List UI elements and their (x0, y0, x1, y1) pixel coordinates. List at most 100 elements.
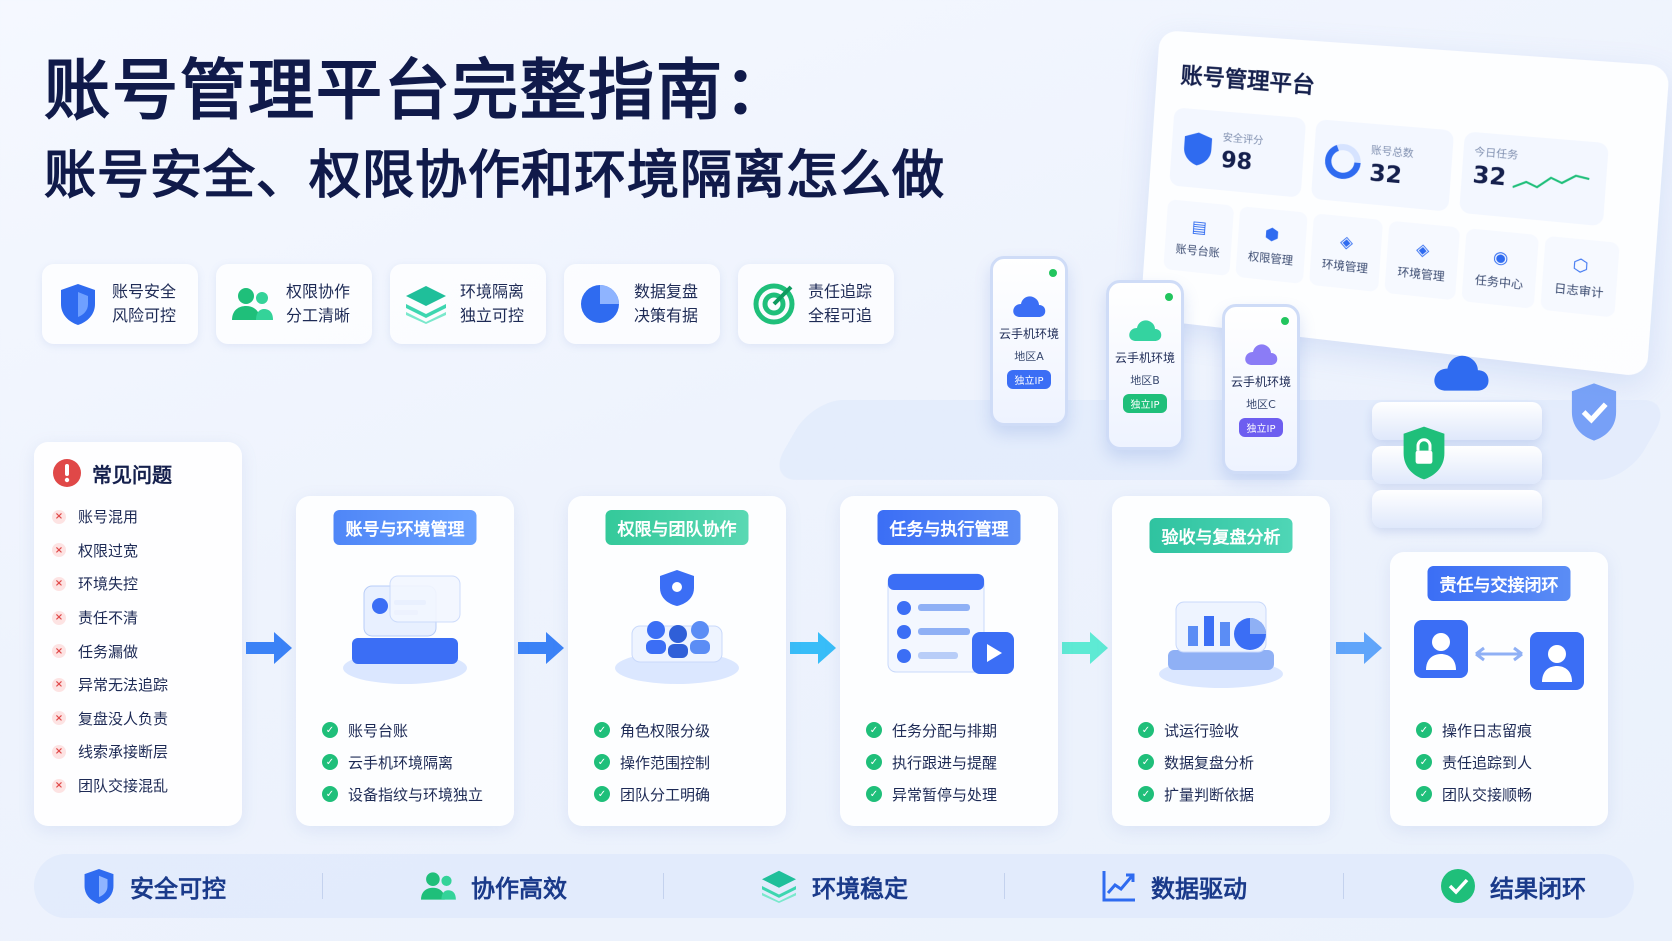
ledger-icon: ▤ (1191, 216, 1208, 237)
feature-label: 数据复盘 (634, 282, 699, 301)
cloud-icon (1129, 320, 1162, 341)
step-item: 角色权限分级 (620, 721, 711, 740)
arrow-right-icon (518, 632, 564, 664)
module-task-center[interactable]: ◉ 任务中心 (1461, 228, 1540, 309)
x-icon: × (52, 610, 66, 625)
step-title: 权限与团队协作 (605, 510, 749, 545)
benefit-data: 数据驱动 (1101, 869, 1247, 904)
benefit-label: 协作高效 (471, 874, 567, 903)
task-calendar-icon (887, 573, 1014, 674)
layers-icon (404, 282, 448, 326)
check-icon: ✓ (1416, 754, 1432, 770)
x-icon: × (52, 543, 66, 558)
module-environment-2[interactable]: ◈环境管理 (1384, 220, 1461, 301)
step-title: 验收与复盘分析 (1149, 518, 1293, 553)
stat-value: 32 (1368, 160, 1403, 190)
module-account-ledger[interactable]: ▤ 账号台账 (1163, 199, 1235, 277)
benefit-collab: 协作高效 (419, 869, 567, 904)
x-icon: × (52, 576, 66, 591)
module-label: 日志审计 (1553, 280, 1605, 300)
benefit-label: 安全可控 (130, 874, 226, 903)
shield-icon (1182, 131, 1213, 167)
phone-region: 地区C (1246, 398, 1276, 411)
feature-sub: 决策有据 (634, 306, 699, 325)
pie-chart-icon (578, 282, 622, 326)
module-label: 环境管理 (1397, 264, 1446, 284)
step-item: 试运行验收 (1164, 721, 1240, 740)
problem-text: 任务漏做 (78, 642, 139, 661)
shield-icon (84, 869, 114, 904)
module-environment[interactable]: ◈ 环境管理 (1308, 213, 1384, 293)
module-label: 环境管理 (1321, 256, 1369, 275)
module-permission[interactable]: ⬢权限管理 (1235, 206, 1308, 284)
module-label: 权限管理 (1247, 249, 1294, 268)
cube-icon: ◈ (1339, 230, 1354, 252)
benefit-label: 环境稳定 (812, 874, 908, 903)
benefit-stability: 环境稳定 (760, 869, 908, 904)
step-item: 操作范围控制 (620, 753, 711, 772)
problem-text: 团队交接混乱 (78, 777, 169, 796)
problem-item: × 权限过宽 (52, 534, 224, 568)
step-card-account-env: 账号与环境管理 ✓账号台账 ✓云手机环境隔离 ✓设备指纹与环境独立 (296, 496, 514, 826)
module-label: 账号台账 (1175, 241, 1221, 260)
feature-isolation: 环境隔离独立可控 (390, 264, 546, 344)
feature-sub: 分工清晰 (286, 306, 351, 325)
problem-text: 异常无法追踪 (78, 676, 169, 695)
check-icon: ✓ (594, 786, 610, 802)
arrow-right-icon (790, 632, 836, 664)
check-icon: ✓ (1138, 786, 1154, 802)
x-icon: × (52, 677, 66, 692)
feature-sub: 独立可控 (460, 306, 525, 325)
step-card-responsibility: 责任与交接闭环 ✓操作日志留痕 ✓责任追踪到人 ✓团队交接顺畅 (1390, 552, 1608, 826)
problem-item: × 责任不清 (52, 601, 224, 635)
problem-item: × 团队交接混乱 (52, 769, 224, 803)
check-icon: ✓ (866, 786, 882, 802)
x-icon: × (52, 744, 66, 759)
online-dot (1165, 293, 1173, 301)
feature-tracking: 责任追踪全程可追 (738, 264, 894, 344)
step-item: 操作日志留痕 (1442, 721, 1533, 740)
feature-label: 权限协作 (286, 282, 351, 301)
module-label: 任务中心 (1474, 272, 1524, 292)
analytics-icon (1159, 601, 1283, 688)
x-icon: × (52, 778, 66, 793)
stat-label: 账号总数 (1370, 145, 1414, 161)
phone-env-c: 云手机环境 地区C 独立IP (1222, 304, 1300, 474)
check-icon: ✓ (1138, 722, 1154, 738)
phone-name: 云手机环境 (1114, 351, 1175, 365)
x-icon: × (52, 644, 66, 659)
trend-chart-icon (1102, 871, 1135, 902)
step-item: 执行跟进与提醒 (892, 753, 998, 772)
step-item: 设备指纹与环境独立 (348, 785, 484, 804)
check-icon: ✓ (1416, 722, 1432, 738)
arrow-right-icon (1062, 632, 1108, 664)
team-icon (615, 570, 739, 684)
stat-value: 32 (1471, 162, 1508, 192)
benefit-label: 数据驱动 (1151, 874, 1247, 903)
target-icon (752, 282, 796, 326)
arrow-right-icon (1336, 632, 1382, 664)
problem-text: 权限过宽 (78, 541, 139, 560)
check-icon: ✓ (866, 754, 882, 770)
stat-value: 98 (1220, 147, 1253, 176)
lock-shield-icon (1403, 426, 1445, 480)
trend-line-icon (1512, 163, 1592, 197)
phone-region: 地区A (1014, 350, 1044, 363)
step-item: 责任追踪到人 (1442, 753, 1533, 772)
problems-card: 常见问题 ×账号混用 ×权限过宽 ×环境失控 ×责任不清 ×任务漏做 ×异常无法… (34, 442, 242, 826)
users-icon (421, 872, 456, 900)
handover-icon (1414, 620, 1584, 690)
benefit-closed-loop: 结果闭环 (1440, 868, 1586, 904)
divider (1004, 873, 1005, 899)
check-icon: ✓ (594, 754, 610, 770)
task-icon: ◉ (1492, 246, 1510, 268)
ip-badge: 独立IP (1238, 418, 1284, 437)
arrow-right-icon (246, 632, 292, 664)
module-log-audit[interactable]: ⬡日志审计 (1540, 235, 1620, 318)
problem-text: 责任不清 (78, 609, 139, 628)
check-icon: ✓ (322, 754, 338, 770)
phone-region: 地区B (1130, 374, 1160, 387)
check-shield-icon (1571, 383, 1617, 441)
problem-item: ×账号混用 (52, 500, 224, 534)
step-title: 任务与执行管理 (877, 510, 1021, 545)
